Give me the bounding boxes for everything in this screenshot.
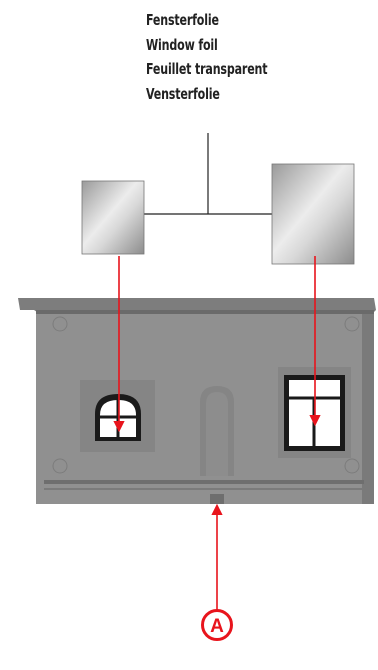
callout-a: A <box>201 609 233 641</box>
foil-sheet-small <box>81 180 145 255</box>
callout-a-letter: A <box>210 616 224 637</box>
arched-window <box>95 394 141 441</box>
label-de: Fensterfolie <box>146 11 219 29</box>
label-en: Window foil <box>146 35 218 54</box>
assembly-arrows <box>113 256 321 610</box>
label-nl: Vensterfolie <box>146 84 220 103</box>
label-fr: Feuillet transparent <box>146 60 268 78</box>
foil-sheet-large <box>271 163 355 265</box>
wall-piece <box>18 298 376 504</box>
leader-lines <box>138 133 288 215</box>
foil-label-list: Fensterfolie Window foil Feuillet transp… <box>146 8 294 106</box>
